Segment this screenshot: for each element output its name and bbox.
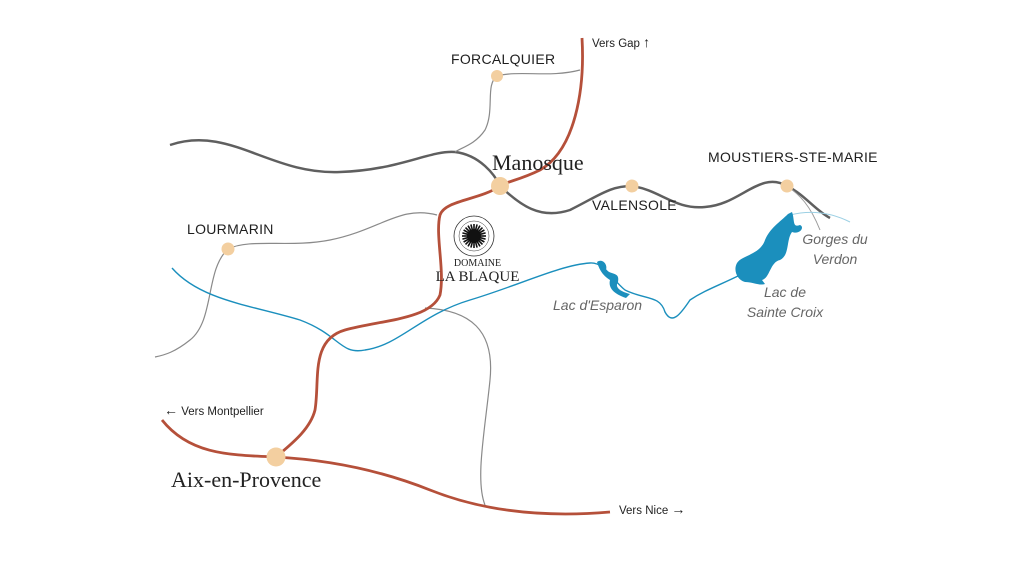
sainte-croix-line2: Sainte Croix: [746, 304, 824, 320]
town-label-lourmarin: LOURMARIN: [187, 221, 274, 237]
gorges-line2: Verdon: [812, 251, 858, 267]
road-forcalquier: [454, 69, 581, 153]
direction-montpellier: ← Vers Montpellier: [164, 402, 264, 418]
road-south: [424, 307, 492, 506]
town-label-valensole: VALENSOLE: [592, 197, 677, 213]
town-label-moustiers: MOUSTIERS-STE-MARIE: [708, 149, 878, 165]
town-dot-moustiers: [780, 179, 794, 193]
road-a8: [160, 419, 611, 516]
arrow-right-icon: →: [671, 501, 686, 517]
domaine-logo-text: DOMAINE LA BLAQUE: [430, 258, 525, 286]
town-label-aix: Aix-en-Provence: [171, 467, 322, 492]
logo-line2: LA BLAQUE: [435, 269, 520, 285]
sun-ray: [477, 239, 484, 246]
direction-nice: Vers Nice →: [619, 501, 685, 517]
lake-esparon: [597, 260, 630, 298]
town-dot-lourmarin: [221, 242, 235, 256]
logo-line1: DOMAINE: [453, 258, 502, 269]
sun-ray: [477, 226, 484, 233]
river-verdon: [171, 262, 741, 352]
town-dot-manosque: [491, 177, 509, 195]
direction-gap: Vers Gap ↑: [592, 34, 650, 50]
sun-ray: [478, 238, 485, 243]
town-dot-forcalquier: [491, 70, 503, 82]
domaine-logo-emblem: [453, 215, 495, 257]
road-main-east-west: [169, 139, 831, 220]
sun-ray: [476, 225, 481, 232]
direction-nice-label: Vers Nice: [619, 505, 669, 517]
lake-sainte-croix: [735, 212, 803, 285]
sun-ray: [463, 229, 470, 234]
label-lac-sainte-croix: Lac de Sainte Croix: [735, 282, 835, 322]
arrow-up-icon: ↑: [643, 34, 651, 50]
sun-ray: [467, 240, 472, 247]
road-a51: [275, 37, 584, 459]
sun-ray: [467, 225, 472, 232]
road-lourmarin: [154, 212, 438, 358]
sun-ray: [476, 240, 481, 247]
sun-ray: [478, 229, 485, 234]
sainte-croix-line1: Lac de: [763, 284, 807, 300]
town-label-manosque: Manosque: [492, 150, 584, 175]
town-dot-valensole: [625, 179, 639, 193]
town-dot-aix: [266, 447, 286, 467]
gorges-line1: Gorges du: [802, 231, 868, 247]
label-gorges-du-verdon: Gorges du Verdon: [790, 229, 880, 269]
town-label-forcalquier: FORCALQUIER: [451, 51, 556, 67]
arrow-left-icon: ←: [164, 402, 178, 418]
direction-montpellier-label: Vers Montpellier: [181, 406, 264, 418]
sun-ray: [464, 226, 471, 233]
sun-ray: [463, 238, 470, 243]
direction-gap-label: Vers Gap: [592, 38, 640, 50]
label-lac-esparon: Lac d'Esparon: [553, 297, 643, 313]
sun-ray: [464, 239, 471, 246]
river-gorges: [789, 211, 851, 223]
